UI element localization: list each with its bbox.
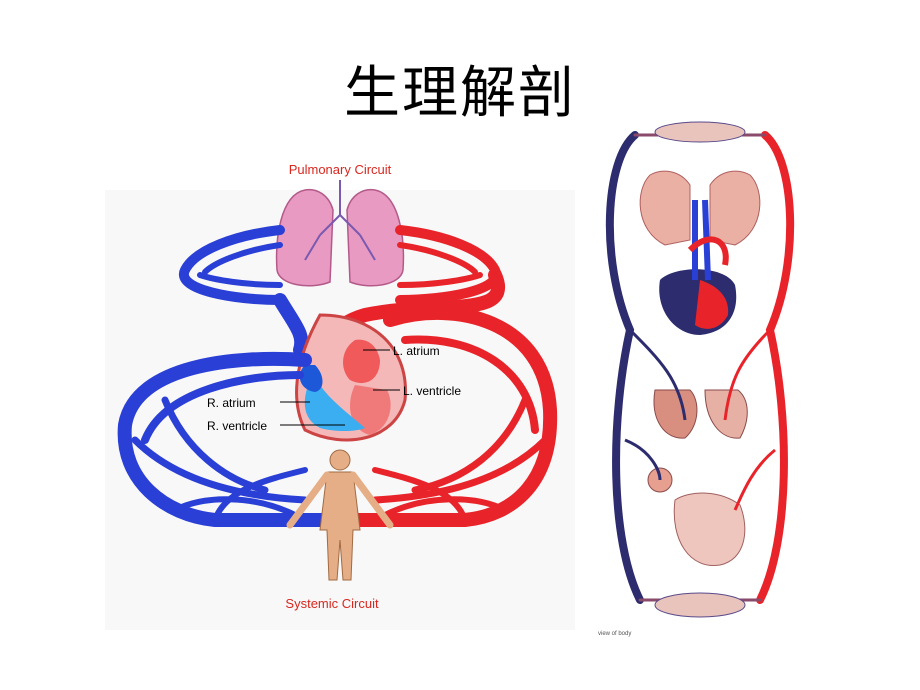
heart-labels: L. atrium L. ventricle R. atrium R. vent… [207,344,461,433]
l-atrium-label: L. atrium [393,344,440,358]
heart-diagram [295,313,407,442]
systemic-red-vessels [348,305,558,527]
right-lung [639,170,691,246]
circulation-diagram: Pulmonary Circuit L. atrium L. ventricle… [105,162,575,630]
left-lung [709,170,761,246]
illustration-caption: view of body [598,631,631,637]
slide-title: 生理解剖 [344,61,576,126]
head-capillaries [654,121,746,143]
l-ventricle-label: L. ventricle [403,384,461,398]
r-ventricle-label: R. ventricle [207,419,267,433]
r-atrium-label: R. atrium [207,396,256,410]
systemic-blue-vessels [117,351,332,527]
lower-body-capillaries [654,592,746,618]
liver [653,389,698,439]
intestines [673,492,746,567]
pulmonary-blue-vessels [179,225,309,357]
anatomical-circulation-illustration: view of body [598,121,795,637]
human-figure-image [286,449,394,581]
systemic-circuit-label: Systemic Circuit [285,596,379,611]
lungs-image [275,180,405,287]
pulmonary-circuit-label: Pulmonary Circuit [289,162,392,177]
